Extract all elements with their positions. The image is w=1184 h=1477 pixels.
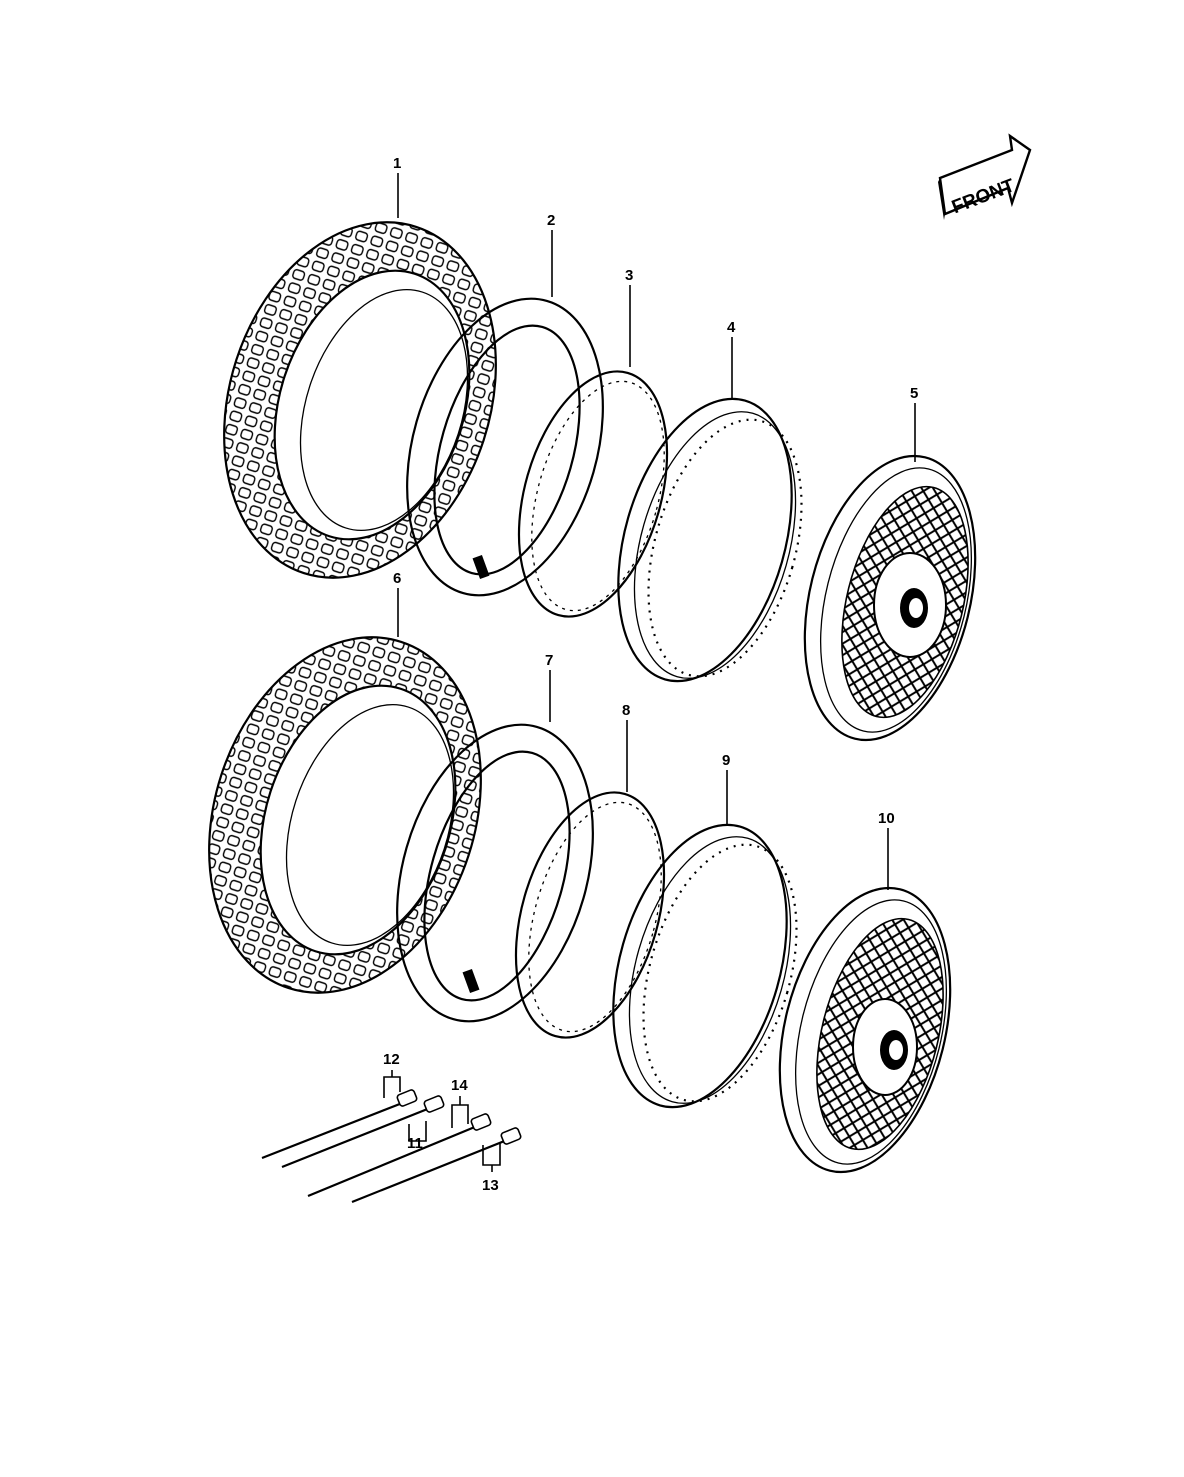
- part-6-rear-tire: [208, 636, 482, 994]
- spoke-4: [351, 1127, 522, 1204]
- callout-11: 11: [407, 1135, 423, 1152]
- callout-2: 2: [547, 212, 555, 229]
- callout-12: 12: [383, 1051, 400, 1068]
- callout-leaders: [383, 173, 916, 1172]
- callout-5: 5: [910, 385, 918, 402]
- callout-13: 13: [482, 1177, 499, 1194]
- callout-1: 1: [393, 155, 401, 172]
- callout-6: 6: [393, 570, 401, 587]
- callout-9: 9: [722, 752, 730, 769]
- spoke-1: [261, 1089, 418, 1160]
- part-8-rear-rim-band: [514, 791, 666, 1039]
- spokes-and-nipples: [261, 1089, 522, 1204]
- arrow-right-icon: [938, 133, 1032, 216]
- part-5-front-wheel-assembly: [803, 454, 977, 742]
- callout-numbers: 1 2 3 4 5 6 7 8 9 10 11 12 13 14: [383, 155, 918, 1194]
- part-4-front-rim: [617, 397, 803, 683]
- part-1-front-tire: [223, 221, 497, 579]
- callout-14: 14: [451, 1077, 468, 1094]
- callout-7: 7: [545, 652, 553, 669]
- part-10-rear-wheel-assembly: [778, 886, 952, 1174]
- part-2-front-tube: [406, 297, 604, 597]
- part-3-front-rim-band: [517, 370, 669, 618]
- front-direction-badge: FRONT: [938, 133, 1032, 220]
- spoke-3: [307, 1113, 492, 1198]
- part-7-rear-tube: [396, 723, 594, 1023]
- callout-4: 4: [727, 319, 736, 336]
- callout-10: 10: [878, 810, 895, 827]
- part-9-rear-rim: [612, 823, 798, 1109]
- spoke-2: [281, 1095, 445, 1169]
- callout-3: 3: [625, 267, 633, 284]
- callout-8: 8: [622, 702, 630, 719]
